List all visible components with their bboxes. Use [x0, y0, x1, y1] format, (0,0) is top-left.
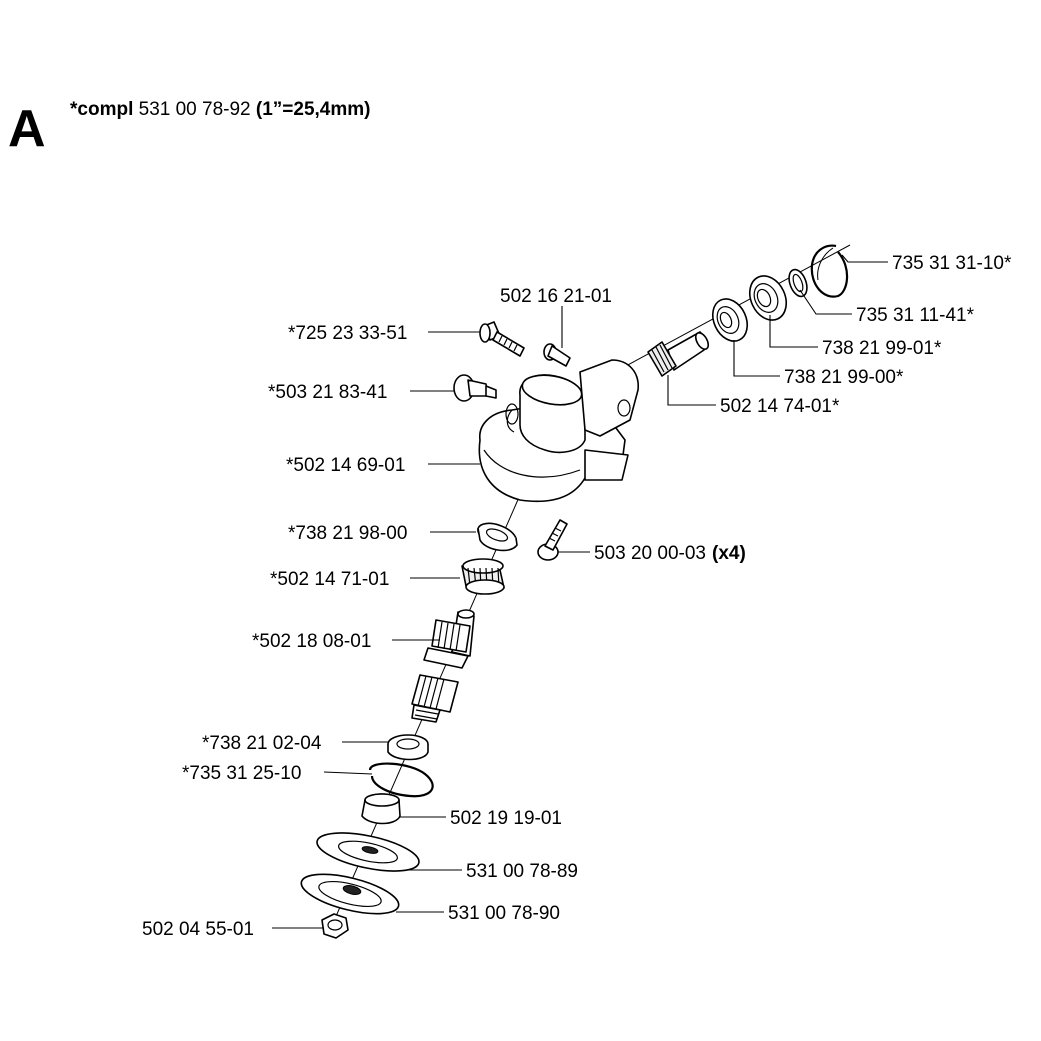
bevel-gear [461, 558, 505, 595]
bevel-pinion-shaft [647, 331, 710, 377]
part-label-p12: *502 14 71-01 [270, 569, 389, 590]
bearing-upper-inner [711, 298, 749, 342]
part-label-p17: 531 00 78-89 [466, 861, 578, 882]
section-letter: A [8, 100, 46, 158]
part-labels: 735 31 31-10* 735 31 11-41* 738 21 99-01… [142, 253, 1012, 940]
part-label-p19: 502 04 55-01 [142, 919, 254, 940]
part-label-p14: *738 21 02-04 [202, 733, 322, 754]
part-label-p6: 502 16 21-01 [500, 286, 612, 307]
leader-lines [272, 254, 888, 929]
circlip-upper [810, 244, 849, 298]
part-label-p13: *502 18 08-01 [252, 631, 371, 652]
header-line: *compl 531 00 78-92 (1”=25,4mm) [70, 99, 371, 120]
leader-p3 [769, 315, 818, 348]
part-label-p2: 735 31 11-41* [856, 305, 975, 326]
sleeve [361, 793, 401, 825]
part-label-p9: *502 14 69-01 [286, 455, 405, 476]
part-label-p15: *735 31 25-10 [182, 763, 301, 784]
retaining-ring-small [788, 268, 808, 298]
support-cup [300, 873, 400, 915]
part-label-p11-quantity: (x4) [712, 543, 746, 564]
header-prefix: *compl [70, 99, 133, 120]
circlip-lower [368, 762, 434, 798]
part-label-p1: 735 31 31-10* [892, 253, 1012, 274]
leader-p2 [799, 289, 852, 315]
support-flange [316, 832, 420, 872]
leader-p15 [323, 771, 373, 775]
leader-p4 [733, 340, 780, 377]
screw-housing [537, 519, 568, 561]
part-label-p4: 738 21 99-00* [784, 367, 904, 388]
part-label-p10: *738 21 98-00 [288, 523, 407, 544]
part-label-p7: *725 23 33-51 [288, 323, 407, 344]
plug [453, 374, 497, 402]
bearing-lower [387, 734, 429, 761]
header-assembly-number: 531 00 78-92 [133, 99, 256, 120]
part-label-p8: *503 21 83-41 [268, 382, 387, 403]
output-shaft [411, 609, 475, 723]
part-label-p11-number: 503 20 00-03 [594, 543, 706, 564]
header-unit-note: (1”=25,4mm) [256, 99, 371, 120]
bearing-upper-outer [748, 275, 788, 321]
part-label-p16: 502 19 19-01 [450, 808, 562, 829]
leader-p1 [841, 254, 888, 263]
gear-housing [478, 359, 639, 502]
leader-p5 [667, 375, 716, 406]
part-label-p5: 502 14 74-01* [720, 396, 840, 417]
screw-long [479, 321, 525, 357]
bearing-housing-lower [477, 522, 518, 552]
part-label-p11: 503 20 00-03 (x4) [594, 543, 746, 564]
nut [321, 913, 349, 939]
drawing [300, 244, 851, 939]
part-label-p3: 738 21 99-01* [822, 338, 942, 359]
part-label-p18: 531 00 78-90 [448, 903, 560, 924]
screw-short [543, 343, 571, 367]
